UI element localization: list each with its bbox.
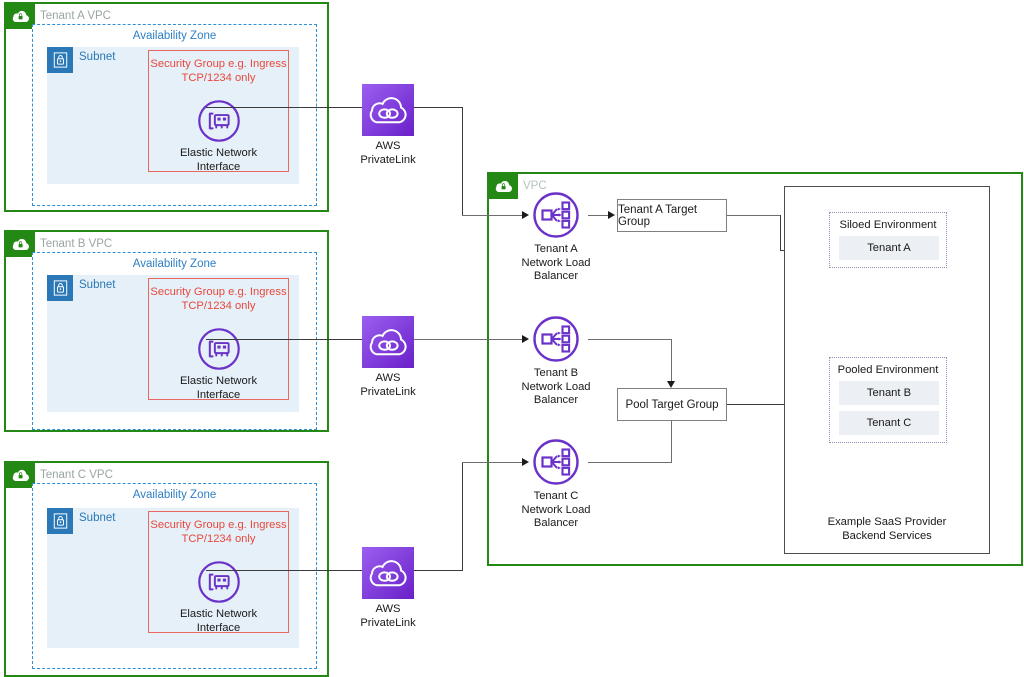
- tenant-c-subnet: Subnet Security Group e.g. Ingress TCP/1…: [47, 508, 299, 648]
- tenant-b-eni-label: Elastic Network Interface: [179, 375, 258, 401]
- tenant-c-vpc-container: Tenant C VPC Availability Zone Subnet Se…: [4, 461, 329, 677]
- pooled-environment-title: Pooled Environment: [837, 364, 939, 376]
- tenant-b-availability-zone: Availability Zone Subnet Security Group …: [32, 252, 317, 430]
- elastic-network-interface-icon: [197, 328, 240, 370]
- tenant-a-eni-node: Elastic Network Interface: [149, 99, 288, 174]
- tenant-b-subnet-label: Subnet: [79, 279, 116, 291]
- tenant-b-security-group-label: Security Group e.g. Ingress TCP/1234 onl…: [150, 286, 287, 312]
- wire-nlb-a-to-tga: [588, 215, 610, 217]
- tenant-a-security-group: Security Group e.g. Ingress TCP/1234 onl…: [148, 50, 289, 174]
- tenant-a-target-group-label: Tenant A Target Group: [618, 203, 698, 228]
- wire-nlb-b-seg2: [671, 339, 673, 384]
- nlb-a-label: Tenant A Network Load Balancer: [521, 243, 591, 282]
- nlb-c-node: Tenant C Network Load Balancer: [508, 438, 604, 531]
- network-load-balancer-icon: [533, 439, 579, 485]
- tenant-a-security-group-label: Security Group e.g. Ingress TCP/1234 onl…: [150, 58, 287, 84]
- network-load-balancer-icon: [533, 192, 579, 238]
- wire-eni-b-to-privatelink-b: [206, 339, 362, 341]
- wire-pool-tg-to-pooled-env: [727, 404, 823, 406]
- wire-eni-c-to-privatelink-c: [206, 570, 362, 572]
- aws-privatelink-icon: [362, 316, 414, 368]
- tenant-a-subnet: Subnet Security Group e.g. Ingress TCP/1…: [47, 47, 299, 184]
- privatelink-b-label: AWS PrivateLink: [360, 372, 416, 398]
- tenant-c-vpc-label: Tenant C VPC: [40, 469, 113, 481]
- backend-services-panel: Siloed Environment Tenant A Pooled Envir…: [784, 186, 990, 554]
- arrow-into-pool-target-group-top: [667, 381, 675, 388]
- tenant-a-eni-label: Elastic Network Interface: [179, 147, 258, 173]
- tenant-c-az-label: Availability Zone: [132, 489, 217, 501]
- wire-eni-a-to-privatelink-a: [206, 107, 362, 109]
- wire-privatelink-b-seg1: [414, 339, 524, 341]
- privatelink-b-node: AWS PrivateLink: [360, 316, 416, 399]
- tenant-b-vpc-label: Tenant B VPC: [40, 238, 113, 250]
- tenant-c-security-group-label: Security Group e.g. Ingress TCP/1234 onl…: [150, 519, 287, 545]
- tenant-b-chip-label: Tenant B: [866, 387, 912, 399]
- aws-privatelink-icon: [362, 84, 414, 136]
- tenant-a-chip-label: Tenant A: [867, 242, 911, 254]
- tenant-c-eni-label: Elastic Network Interface: [179, 608, 258, 634]
- aws-privatelink-icon: [362, 547, 414, 599]
- nlb-a-node: Tenant A Network Load Balancer: [508, 191, 604, 284]
- nlb-c-label: Tenant C Network Load Balancer: [521, 490, 591, 529]
- pooled-environment-box: Pooled Environment Tenant B Tenant C: [829, 357, 947, 443]
- tenant-a-vpc-label: Tenant A VPC: [40, 10, 111, 22]
- tenant-chip-b: Tenant B: [839, 381, 939, 405]
- tenant-c-chip-label: Tenant C: [866, 417, 912, 429]
- pool-target-group: Pool Target Group: [617, 388, 727, 421]
- elastic-network-interface-icon: [197, 100, 240, 142]
- wire-nlb-c-seg2: [671, 420, 673, 463]
- tenant-a-az-label: Availability Zone: [132, 30, 217, 42]
- wire-privatelink-a-seg1: [414, 107, 463, 109]
- arrow-into-nlb-b: [522, 335, 529, 343]
- arrow-into-tenant-a-target-group: [608, 211, 615, 219]
- vpc-cloud-icon: [488, 173, 518, 199]
- elastic-network-interface-icon: [197, 561, 240, 603]
- provider-vpc-label: VPC: [523, 180, 547, 192]
- privatelink-a-node: AWS PrivateLink: [360, 84, 416, 167]
- tenant-c-subnet-label: Subnet: [79, 512, 116, 524]
- privatelink-c-label: AWS PrivateLink: [360, 603, 416, 629]
- tenant-a-subnet-label: Subnet: [79, 51, 116, 63]
- pool-target-group-label: Pool Target Group: [625, 398, 719, 411]
- wire-privatelink-c-seg1: [414, 570, 463, 572]
- vpc-cloud-icon: [5, 231, 35, 257]
- vpc-cloud-icon: [5, 3, 35, 29]
- siloed-environment-title: Siloed Environment: [839, 219, 937, 231]
- wire-privatelink-c-seg3: [462, 462, 524, 464]
- wire-privatelink-c-seg2: [462, 462, 464, 571]
- tenant-b-az-label: Availability Zone: [132, 258, 217, 270]
- wire-nlb-c-seg1: [588, 462, 672, 464]
- tenant-chip-c: Tenant C: [839, 411, 939, 435]
- arrow-into-nlb-a: [522, 211, 529, 219]
- tenant-b-vpc-container: Tenant B VPC Availability Zone Subnet Se…: [4, 230, 329, 432]
- tenant-a-availability-zone: Availability Zone Subnet Security Group …: [32, 24, 317, 206]
- siloed-environment-box: Siloed Environment Tenant A: [829, 212, 947, 268]
- vpc-cloud-icon: [5, 462, 35, 488]
- wire-tga-seg2: [780, 215, 782, 251]
- privatelink-a-label: AWS PrivateLink: [360, 140, 416, 166]
- backend-services-caption: Example SaaS Provider Backend Services: [827, 516, 947, 542]
- tenant-c-availability-zone: Availability Zone Subnet Security Group …: [32, 483, 317, 669]
- tenant-b-subnet: Subnet Security Group e.g. Ingress TCP/1…: [47, 275, 299, 412]
- subnet-lock-icon: [47, 275, 73, 301]
- tenant-a-vpc-container: Tenant A VPC Availability Zone Subnet Se…: [4, 2, 329, 212]
- wire-nlb-b-seg1: [588, 339, 672, 341]
- subnet-lock-icon: [47, 508, 73, 534]
- tenant-c-eni-node: Elastic Network Interface: [149, 560, 288, 635]
- privatelink-c-node: AWS PrivateLink: [360, 547, 416, 630]
- nlb-b-node: Tenant B Network Load Balancer: [508, 315, 604, 408]
- wire-privatelink-a-seg2: [462, 107, 464, 216]
- tenant-a-target-group: Tenant A Target Group: [617, 199, 727, 232]
- tenant-chip-a: Tenant A: [839, 236, 939, 260]
- network-load-balancer-icon: [533, 316, 579, 362]
- tenant-b-eni-node: Elastic Network Interface: [149, 327, 288, 402]
- wire-tga-seg1: [727, 215, 781, 217]
- tenant-c-security-group: Security Group e.g. Ingress TCP/1234 onl…: [148, 511, 289, 635]
- arrow-into-nlb-c: [522, 458, 529, 466]
- wire-privatelink-a-seg3: [462, 215, 524, 217]
- subnet-lock-icon: [47, 47, 73, 73]
- nlb-b-label: Tenant B Network Load Balancer: [521, 367, 591, 406]
